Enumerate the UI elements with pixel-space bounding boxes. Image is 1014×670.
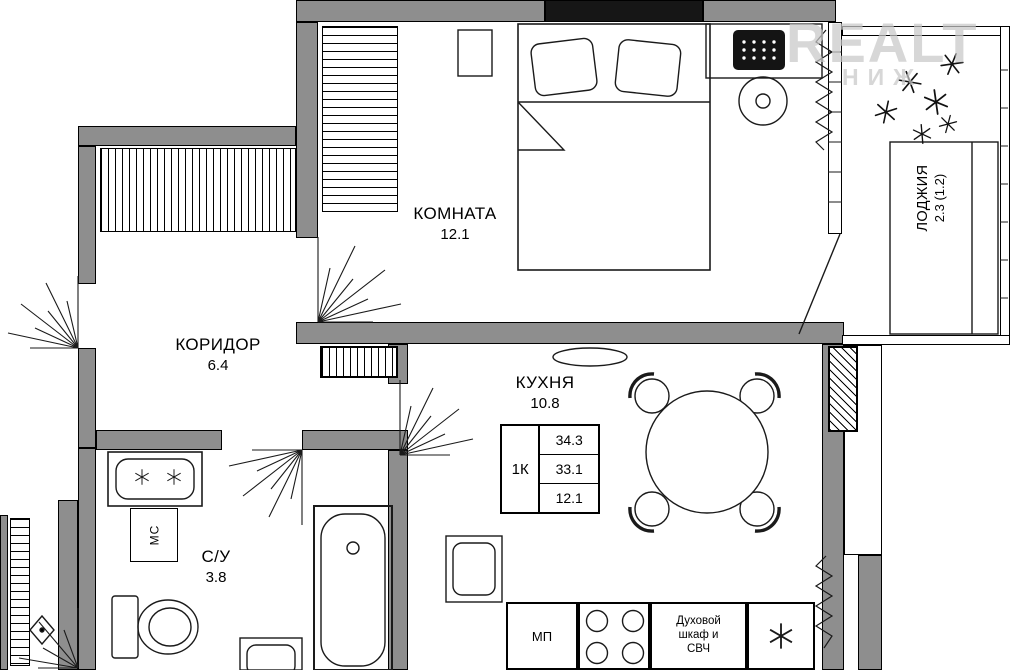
bathroom-name: С/У <box>201 547 231 566</box>
watermark-subtext: НИЖ <box>842 64 923 90</box>
wall-bedroom-left <box>296 22 318 238</box>
kitchen-area: 10.8 <box>530 395 560 413</box>
wall-outer-far-left <box>0 515 8 670</box>
stool-icon <box>738 76 788 126</box>
room-label-loggia: ЛОДЖИЯ 2.3 (1.2) <box>914 118 958 278</box>
bedroom-door-swing <box>317 237 402 323</box>
toilet-icon <box>111 595 199 659</box>
wall-bath-left <box>78 448 96 670</box>
loggia-wall-bottom <box>842 335 1010 345</box>
wall-bedroom-bottom <box>296 322 844 344</box>
fridge <box>747 602 815 670</box>
dining-table-icon <box>645 390 769 514</box>
unit-info-table: 1К 34.3 33.1 12.1 <box>500 424 600 514</box>
wall-bath-kitchen <box>388 450 408 670</box>
washing-machine: МС <box>130 508 178 562</box>
wall-bath-top-right <box>302 430 408 450</box>
oven-label-line1: Духовой <box>676 615 721 628</box>
bedroom-wardrobe <box>322 26 398 212</box>
stove <box>578 602 650 670</box>
wall-left-mid <box>78 348 96 448</box>
bath-sink-icon <box>107 451 203 507</box>
vent-shaft <box>828 346 858 432</box>
kitchen-sink-icon <box>445 535 503 603</box>
wall-bath-top-left <box>96 430 222 450</box>
watermark-text: REALT <box>786 11 979 74</box>
balcony-door-leaf <box>798 233 841 335</box>
wall-outer-left <box>58 500 78 670</box>
kitchen-cabinet-mp: МП <box>506 602 578 670</box>
room-label-kitchen: КУХНЯ 10.8 <box>495 372 595 414</box>
loggia-area: 2.3 (1.2) <box>932 173 948 223</box>
oven-label-line2: шкаф и <box>678 629 719 642</box>
bedroom-area: 12.1 <box>440 226 470 244</box>
area-total: 34.3 <box>540 426 598 455</box>
corridor-area: 6.4 <box>207 357 229 375</box>
kitchen-door-swing <box>399 380 474 456</box>
kitchen-name: КУХНЯ <box>515 373 575 392</box>
loggia-name: ЛОДЖИЯ <box>915 164 931 232</box>
wall-top-left <box>296 0 545 22</box>
entrance-door-swing <box>7 276 79 349</box>
washbasin-icon <box>239 637 303 670</box>
oven-label-line3: СВЧ <box>686 642 711 655</box>
room-label-corridor: КОРИДОР 6.4 <box>158 334 278 376</box>
area-room: 12.1 <box>555 490 583 506</box>
bathroom-area: 3.8 <box>205 569 227 587</box>
corridor-wardrobe <box>100 148 296 232</box>
bedroom-name: КОМНАТА <box>413 204 497 223</box>
washing-machine-label: МС <box>146 524 161 546</box>
wall-right-lower <box>858 555 882 670</box>
bathtub-icon <box>313 505 393 670</box>
kitchen-radiator-block <box>320 346 398 378</box>
chair-icons <box>628 372 781 533</box>
room-label-bathroom: С/У 3.8 <box>181 546 251 588</box>
wall-left-upper <box>78 146 96 284</box>
hood-icon <box>552 347 628 367</box>
nightstand-icon <box>457 29 493 77</box>
diamond-icon <box>29 614 55 646</box>
loggia-glazing-right <box>1000 26 1010 345</box>
room-label-bedroom: КОМНАТА 12.1 <box>395 203 515 245</box>
bathroom-door-swing <box>228 449 303 525</box>
tv-icon <box>733 30 785 70</box>
faucet-icons <box>134 468 182 486</box>
wall-corridor-top <box>78 126 296 146</box>
area-living: 33.1 <box>540 455 598 484</box>
stair-window <box>10 518 30 666</box>
unit-type: 1К <box>502 426 541 512</box>
kitchen-cabinet-label: МП <box>531 628 553 644</box>
oven-cabinet: Духовой шкаф и СВЧ <box>650 602 747 670</box>
bed-icon <box>517 23 711 271</box>
wall-top-dark <box>545 0 703 22</box>
corridor-name: КОРИДОР <box>175 335 261 354</box>
wall-top-right <box>703 0 836 22</box>
unit-areas: 34.3 33.1 12.1 <box>540 426 598 512</box>
